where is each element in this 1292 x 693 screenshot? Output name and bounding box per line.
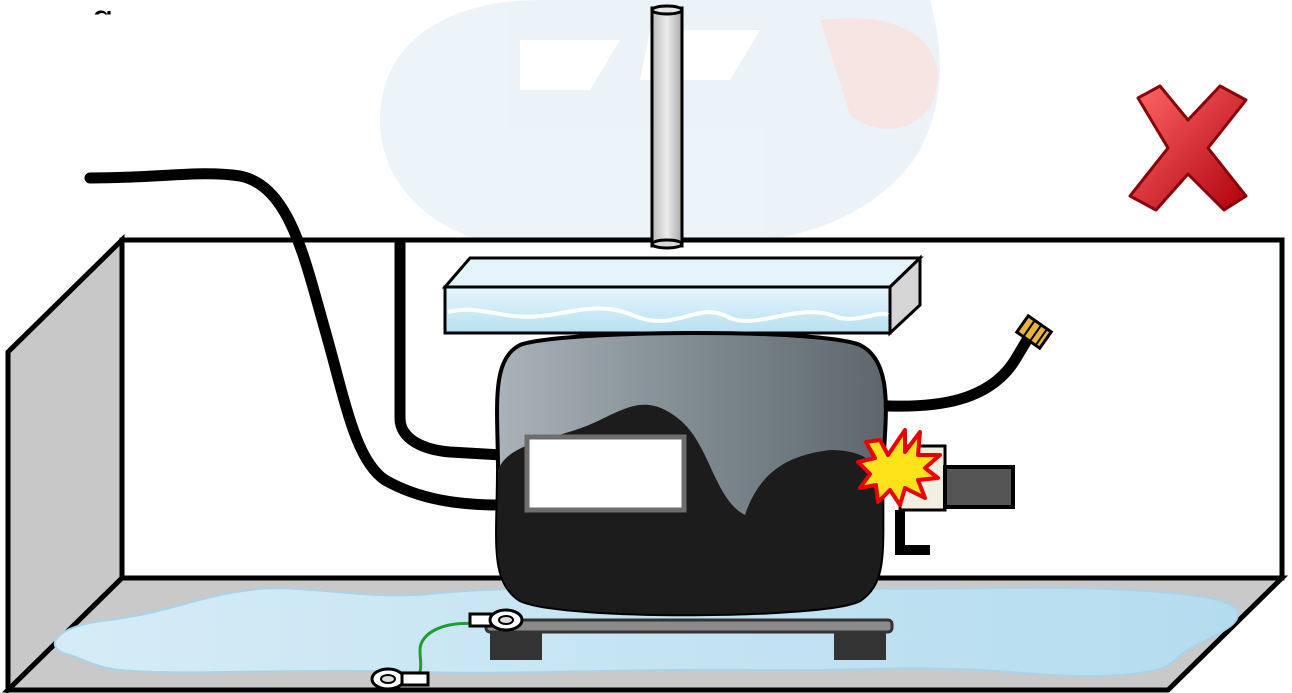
drain-pipe [652,8,682,246]
ice-block-top [445,258,920,287]
mounting-plate [486,620,892,632]
ground-lug-top-icon [470,610,522,630]
drain-pipe-outlet [652,240,682,248]
ice-block-front [445,287,890,333]
red-x-icon [1130,86,1246,210]
nameplate-label [527,437,684,510]
drain-pipe-top [652,6,682,14]
terminal-plug [945,467,1013,507]
mounting-foot-right [834,632,886,660]
ground-lug-bottom-icon [372,669,428,689]
mounting-foot-left [490,632,542,660]
